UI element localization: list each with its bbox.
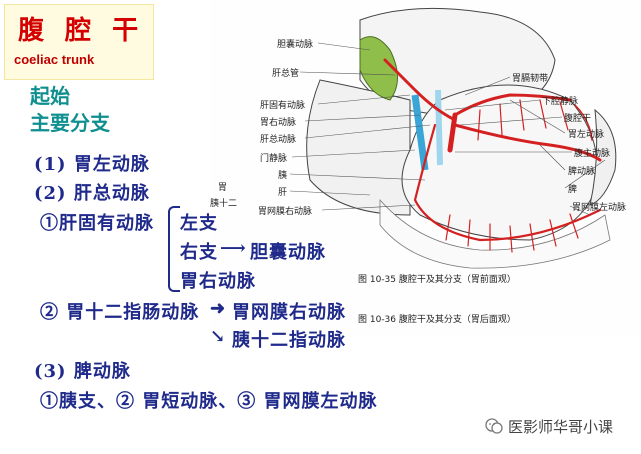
item-right-gastroepiploic-artery: 胃网膜右动脉: [232, 302, 346, 323]
anatomy-figure: 胆囊动脉 肝总管 肝固有动脉 胃右动脉 肝总动脉 门静脉 胰 肝 胃网膜右动脉 …: [210, 0, 640, 335]
branch-brace: [168, 206, 180, 292]
spleen-shape: [589, 108, 617, 206]
label-left-gastric-artery: 胃左动脉: [568, 130, 605, 140]
ivc-vessel: [435, 89, 443, 166]
item-right-branch: 右支: [180, 242, 218, 263]
page-title: 腹 腔 干: [18, 16, 145, 46]
item-pancreaticoduodenal-artery: 胰十二指动脉: [232, 330, 346, 351]
heading-origin: 起始: [30, 84, 70, 108]
label-pancreaticoduodenal-small: 胰十二: [210, 199, 238, 209]
wechat-icon: [485, 418, 503, 434]
item-splenic-artery: (3) 脾动脉: [34, 361, 131, 382]
label-proper-hepatic-artery: 肝固有动脉: [260, 101, 306, 111]
coeliac-trunk-illustration: [289, 7, 617, 269]
item-proper-hepatic-artery: ①肝固有动脉: [40, 213, 154, 234]
label-common-hepatic-duct: 肝总管: [272, 69, 300, 79]
item-left-branch: 左支: [180, 213, 218, 234]
label-leader-lines: [289, 42, 606, 216]
figure-caption-anterior: 图 10-35 腹腔干及其分支（胃前面观）: [358, 275, 516, 285]
item-splenic-branches: ①胰支、② 胃短动脉、③ 胃网膜左动脉: [40, 391, 378, 412]
item-cystic-artery: 胆囊动脉: [250, 242, 326, 263]
liver-left-shape: [306, 79, 411, 216]
item-right-gastric-artery: 胃右动脉: [180, 271, 256, 292]
label-inferior-vena-cava: 下腔静脉: [542, 97, 579, 107]
label-splenic-artery: 脾动脉: [568, 167, 596, 177]
title-banner: [4, 4, 154, 80]
figure-caption-posterior: 图 10-36 腹腔干及其分支（胃后面观）: [358, 315, 516, 325]
label-cystic-artery: 胆囊动脉: [277, 40, 314, 50]
stomach-shape: [401, 84, 598, 241]
item-left-gastric-artery: (1) 胃左动脉: [34, 154, 150, 175]
label-pancreas: 胰: [278, 171, 288, 181]
gastroepiploic-vessel: [413, 123, 602, 242]
label-spleen: 脾: [568, 185, 578, 195]
item-common-hepatic-artery: (2) 肝总动脉: [34, 183, 150, 204]
item-gastroduodenal-artery: ② 胃十二指肠动脉: [40, 302, 200, 323]
label-liver: 肝: [278, 188, 288, 198]
gallbladder-shape: [359, 36, 398, 101]
heading-branches: 主要分支: [30, 111, 110, 135]
artery-network: [383, 58, 602, 253]
omentum-shape: [379, 198, 611, 269]
label-right-gastroepiploic-artery: 胃网膜右动脉: [258, 207, 313, 217]
arrow-to-pancreaticoduodenal: ↘: [210, 326, 227, 347]
label-abdominal-aorta: 腹主动脉: [574, 149, 611, 159]
label-right-gastric-artery: 胃右动脉: [260, 118, 297, 128]
label-common-hepatic-artery: 肝总动脉: [260, 135, 297, 145]
watermark-text: 医影师华哥小课: [508, 418, 614, 436]
label-stomach-small: 胃: [218, 183, 228, 193]
splenic-vessel: [453, 123, 602, 162]
arrow-to-cystic: ⟶: [220, 238, 247, 259]
hepatic-vessel: [383, 58, 457, 122]
label-coeliac-trunk: 腹腔干: [564, 114, 592, 124]
arrow-to-right-gastroepiploic: ➜: [210, 298, 227, 319]
portal-vein: [411, 94, 429, 171]
label-left-gastroepiploic-artery: 胃网膜左动脉: [572, 203, 627, 213]
page-subtitle: coeliac trunk: [14, 52, 95, 67]
label-portal-vein: 门静脉: [260, 154, 288, 164]
label-gastrophrenic-ligament: 胃膈韧带: [512, 74, 549, 84]
